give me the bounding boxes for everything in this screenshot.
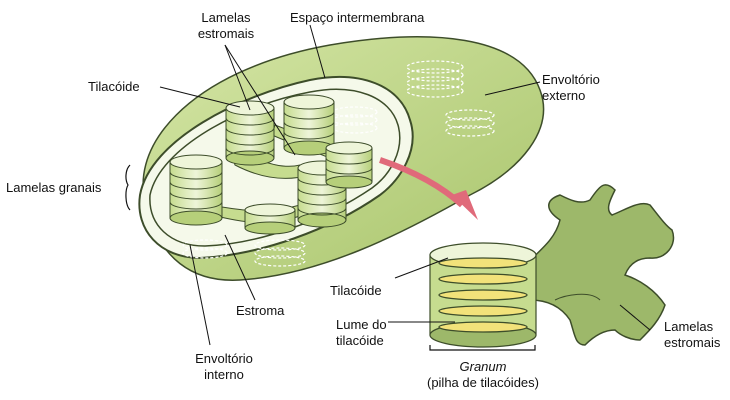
granum-stack-f: [245, 204, 295, 234]
label-granum: Granum: [460, 359, 507, 374]
label-lamelas-estromais-right-2: estromais: [664, 335, 721, 350]
label-envoltorio-externo-2: externo: [542, 88, 585, 103]
label-pilha: (pilha de tilacóides): [427, 375, 539, 390]
label-lume-1: Lume do: [336, 317, 387, 332]
label-estroma: Estroma: [236, 303, 285, 318]
label-lamelas-estromais-right-1: Lamelas: [664, 319, 714, 334]
label-envoltorio-interno-1: Envoltório: [195, 351, 253, 366]
label-tilacoide-top: Tilacóide: [88, 79, 140, 94]
label-lamelas-granais: Lamelas granais: [6, 180, 102, 195]
granum-stack-c: [170, 155, 222, 225]
label-lume-2: tilacóide: [336, 333, 384, 348]
label-envoltorio-externo-1: Envoltório: [542, 72, 600, 87]
label-espaco-intermembrana: Espaço intermembrana: [290, 10, 425, 25]
stromal-lamellae-detail: [520, 185, 673, 345]
label-lamelas-estromais-top-2: estromais: [198, 26, 255, 41]
label-lamelas-estromais-top-1: Lamelas: [201, 10, 251, 25]
granum-stack-e: [326, 142, 372, 188]
label-tilacoide-detail: Tilacóide: [330, 283, 382, 298]
label-envoltorio-interno-2: interno: [204, 367, 244, 382]
